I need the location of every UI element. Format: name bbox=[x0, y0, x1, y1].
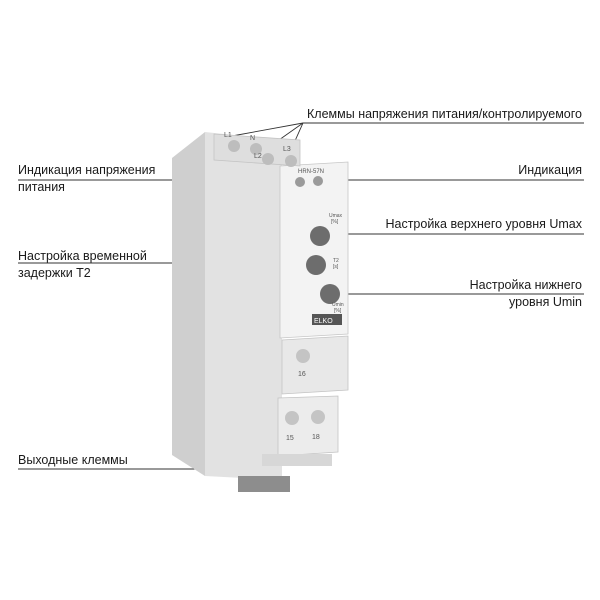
knob-umin bbox=[320, 284, 340, 304]
relay-housing bbox=[172, 132, 349, 492]
terminal-label-n: N bbox=[250, 135, 255, 142]
model-label: HRN-57N bbox=[298, 169, 324, 175]
callout-delay-line2: задержки T2 bbox=[18, 266, 91, 280]
housing-body bbox=[205, 132, 282, 480]
callout-umin: Настройка нижнего уровня Umin bbox=[470, 277, 582, 311]
callout-umin-line1: Настройка нижнего bbox=[469, 278, 582, 292]
brand-plate bbox=[312, 314, 342, 325]
terminal-label-l2: L2 bbox=[254, 153, 262, 160]
terminal-label-18: 18 bbox=[312, 434, 320, 441]
callout-outputs-text: Выходные клеммы bbox=[18, 453, 128, 467]
umax-label: Umax bbox=[329, 213, 343, 219]
terminal-label-l3: L3 bbox=[283, 146, 291, 153]
callout-power-indication-line1: Индикация напряжения bbox=[18, 163, 156, 177]
leader-supply-terminals-a bbox=[231, 122, 304, 137]
bottom-terminal-block bbox=[277, 395, 339, 457]
callout-delay-line1: Настройка временной bbox=[18, 249, 147, 263]
callout-outputs: Выходные клеммы bbox=[18, 452, 128, 469]
terminal-screw-l1 bbox=[228, 140, 240, 152]
callout-delay: Настройка временной задержки T2 bbox=[18, 248, 147, 282]
terminal-screw-16 bbox=[296, 349, 310, 363]
callout-power-indication: Индикация напряжения питания bbox=[18, 162, 155, 196]
terminal-screw-l2 bbox=[262, 153, 274, 165]
housing-side bbox=[172, 132, 205, 476]
umax-unit: [%] bbox=[331, 219, 339, 225]
umin-label: Umin bbox=[332, 302, 344, 308]
callout-supply-terminals-text: Клеммы напряжения питания/контролируемог… bbox=[307, 107, 582, 121]
mid-terminal-block bbox=[281, 335, 349, 395]
terminal-screw-n bbox=[250, 143, 262, 155]
callout-umax-text: Настройка верхнего уровня Umax bbox=[385, 217, 582, 231]
terminal-screw-15 bbox=[285, 411, 299, 425]
callout-supply-terminals: Клеммы напряжения питания/контролируемог… bbox=[307, 106, 582, 123]
device-labels: L1 N L2 L3 HRN-57N Umax [%] T2 [s] Umin … bbox=[224, 132, 344, 442]
delay-unit: [s] bbox=[333, 264, 339, 270]
terminal-label-15: 15 bbox=[286, 435, 294, 442]
delay-label: T2 bbox=[333, 258, 339, 264]
umin-unit: [%] bbox=[334, 308, 342, 314]
led-status bbox=[313, 176, 323, 186]
terminal-screw-18 bbox=[311, 410, 325, 424]
led-power bbox=[295, 177, 305, 187]
knob-umax bbox=[310, 226, 330, 246]
terminal-screw-l3 bbox=[285, 155, 297, 167]
callout-umin-line2: уровня Umin bbox=[509, 295, 582, 309]
din-rail-clip bbox=[238, 476, 290, 492]
brand-label: ELKO bbox=[314, 318, 333, 325]
terminal-label-l1: L1 bbox=[224, 132, 232, 139]
callout-indication-text: Индикация bbox=[518, 163, 582, 177]
callout-power-indication-line2: питания bbox=[18, 180, 65, 194]
callout-indication: Индикация bbox=[518, 162, 582, 179]
callout-umax: Настройка верхнего уровня Umax bbox=[385, 216, 582, 233]
terminal-label-16: 16 bbox=[298, 371, 306, 378]
knob-delay bbox=[306, 255, 326, 275]
housing-foot bbox=[262, 454, 332, 466]
